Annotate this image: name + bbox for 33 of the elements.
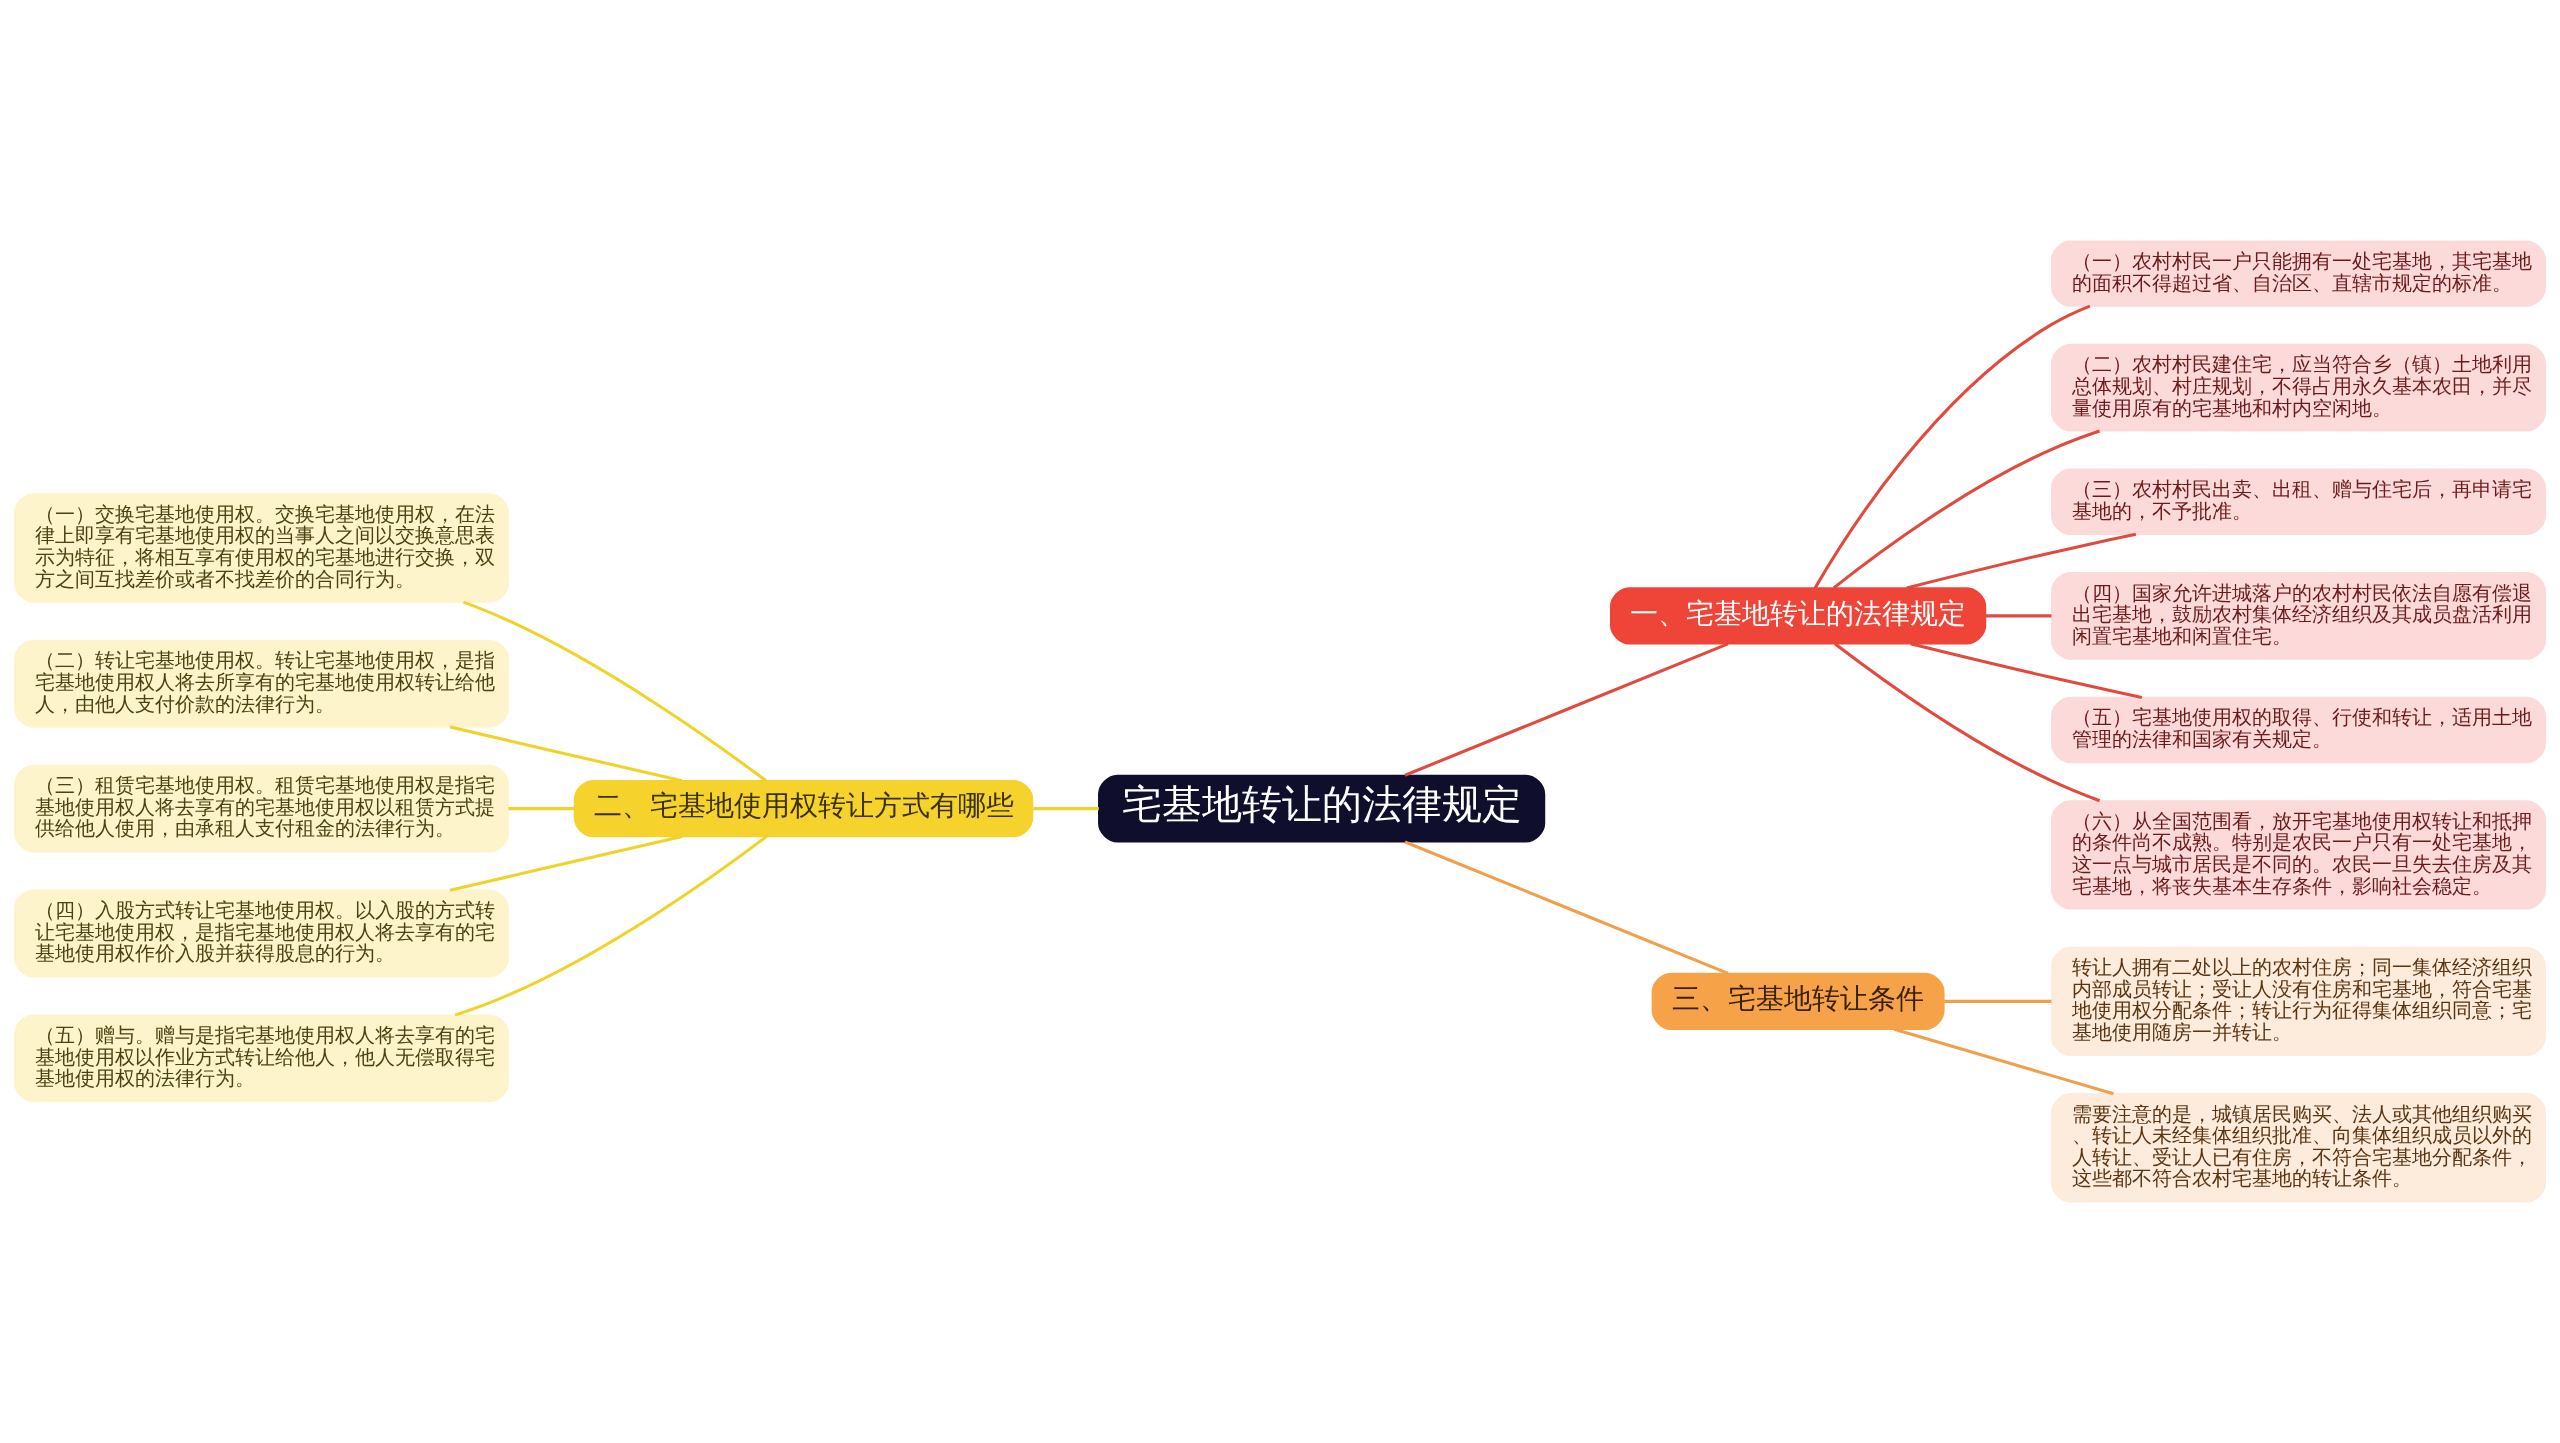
- connector: [1404, 642, 1729, 777]
- connector: [1910, 642, 2143, 700]
- node-box: 转让人拥有二处以上的农村住房；同一集体经济组织内部成员转让；受让人没有住房和宅基地，符合宅基地使用权分配条件；转让行为征得集体组织同意；宅基地使用随房一并转让。: [2051, 946, 2546, 1057]
- connector: [508, 807, 575, 811]
- node-box: （二）转让宅基地使用权。转让宅基地使用权，是指宅基地使用权人将去所享有的宅基地使用权转让给他人，由他人支付价款的法律行为。: [14, 639, 509, 728]
- node-box: （六）从全国范围看，放开宅基地使用权转让和抵押的条件尚不成熟。特别是农民一户只有一处宅基地，这一点与城市居民是不同的。农民一旦失去住房及其宅基地，将丧失基本生存条件，影响社会稳定。: [2051, 800, 2546, 910]
- connector: [1944, 999, 2052, 1003]
- connector: [1985, 614, 2052, 618]
- connector: [449, 834, 683, 892]
- node-box: （五）赠与。赠与是指宅基地使用权人将去享有的宅基地使用权以作业方式转让给他人，他人无偿取得宅基地使用权的法律行为。: [14, 1014, 509, 1103]
- node-box: （三）农村村民出卖、出租、赠与住宅后，再申请宅基地的，不予批准。: [2051, 468, 2546, 535]
- connector: [454, 835, 768, 1017]
- node-box: （二）农村村民建住宅，应当符合乡（镇）土地利用总体规划、村庄规划，不得占用永久基本农田，并尽量使用原有的宅基地和村内空闲地。: [2051, 343, 2546, 432]
- connector: [1893, 1027, 2114, 1096]
- connector: [1813, 304, 2091, 589]
- node-box: （一）交换宅基地使用权。交换宅基地使用权，在法律上即享有宅基地使用权的当事人之间以交换意思表示为特征，将相互享有使用权的宅基地进行交换，双方之间互找差价或者不找差价的合同行为。: [14, 493, 509, 603]
- node-box: （四）入股方式转让宅基地使用权。以入股的方式转让宅基地使用权，是指宅基地使用权人将去享有的宅基地使用权作价入股并获得股息的行为。: [14, 889, 509, 978]
- node-box: （四）国家允许进城落户的农村村民依法自愿有偿退出宅基地，鼓励农村集体经济组织及其成员盘活利用闲置宅基地和闲置住宅。: [2051, 571, 2546, 660]
- node-box: （一）农村村民一户只能拥有一处宅基地，其宅基地的面积不得超过省、自治区、直辖市规定的标准。: [2051, 240, 2546, 307]
- connector: [1832, 429, 2101, 590]
- node-box: （五）宅基地使用权的取得、行使和转让，适用土地管理的法律和国家有关规定。: [2051, 696, 2546, 764]
- connector: [1906, 532, 2137, 590]
- node-box: 宅基地转让的法律规定: [1098, 774, 1546, 843]
- node-box: 二、宅基地使用权转让方式有哪些: [573, 780, 1034, 838]
- connector: [449, 725, 683, 783]
- node-box: （三）租赁宅基地使用权。租赁宅基地使用权是指宅基地使用权人将去享有的宅基地使用权以租赁方式提供给他人使用，由承租人支付租金的法律行为。: [14, 764, 509, 853]
- node-box: 需要注意的是，城镇居民购买、法人或其他组织购买、转让人未经集体组织批准、向集体组织成员以外的人转让、受让人已有住房，不符合宅基地分配条件，这些都不符合农村宅基地的转让条件。: [2051, 1093, 2546, 1203]
- connector: [1404, 840, 1729, 975]
- connector: [462, 600, 767, 782]
- node-box: 三、宅基地转让条件: [1651, 972, 1945, 1030]
- connector: [1833, 642, 2101, 803]
- node-box: 一、宅基地转让的法律规定: [1610, 587, 1987, 645]
- connector: [1033, 807, 1099, 811]
